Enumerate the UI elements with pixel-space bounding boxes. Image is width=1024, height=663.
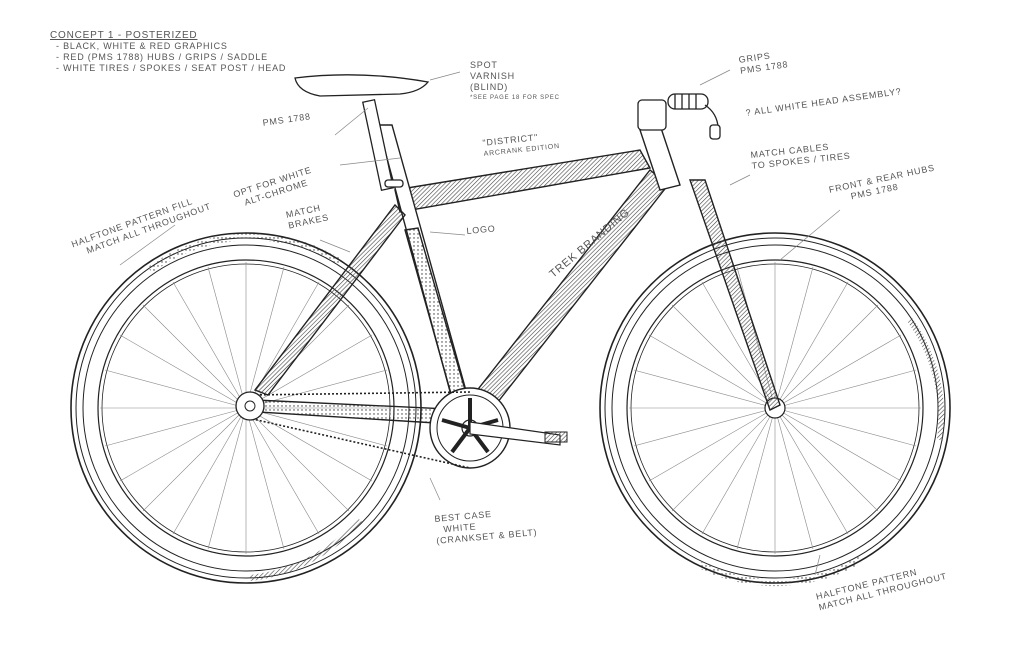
note-line: *See page 18 for spec xyxy=(470,95,560,101)
note-line: (Blind) xyxy=(470,82,509,92)
concept-notes: Concept 1 - Posterized - Black, White & … xyxy=(50,30,286,74)
concept-bullet: - White Tires / Spokes / Seat Post / Hea… xyxy=(56,63,287,73)
saddle-assembly xyxy=(294,74,430,192)
annotation-leaders xyxy=(119,69,841,576)
note-spot-varnish: Spot Varnish (Blind) *See page 18 for sp… xyxy=(470,60,560,104)
concept-bullet: - Red (PMS 1788) Hubs / Grips / Saddle xyxy=(56,52,268,62)
handlebar-assembly xyxy=(637,93,721,140)
concept-bullet: - Black, White & Red Graphics xyxy=(56,41,228,51)
drivetrain xyxy=(235,387,568,469)
frame xyxy=(253,124,781,426)
note-line: Varnish xyxy=(470,71,515,81)
concept-title: Concept 1 - Posterized xyxy=(50,30,198,41)
note-line: Spot xyxy=(470,60,498,70)
